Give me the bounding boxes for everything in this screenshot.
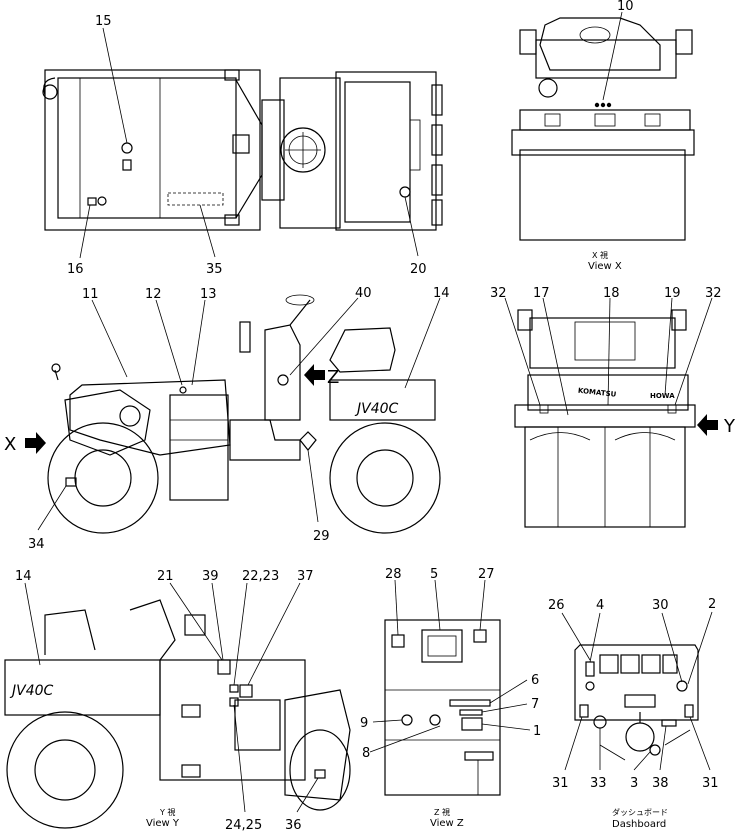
callout-label: 40 (355, 286, 372, 301)
model-decal: JV40C (354, 401, 399, 417)
view-x-caption: View X (588, 261, 622, 272)
callout-label: 30 (652, 598, 669, 613)
arrow-x-label: X (4, 434, 16, 455)
callout-label: 12 (145, 287, 162, 302)
dashboard-caption-jp: ダッシュボード (612, 807, 668, 817)
view-y-callouts: 14 21 39 22,23 37 24,25 36 Y 視 View Y (15, 569, 319, 833)
callout-label: 9 (360, 716, 368, 731)
callout-label: 11 (82, 287, 99, 302)
arrow-y: Y (697, 414, 736, 437)
callout-label: 15 (95, 14, 112, 29)
arrow-y-label: Y (723, 416, 736, 437)
view-z-caption: View Z (430, 818, 464, 829)
callout-label: 24,25 (225, 818, 262, 833)
view-z-drawing (384, 619, 501, 796)
view-z-callouts: 28 5 27 6 7 9 8 1 Z 視 View Z (360, 567, 541, 829)
view-x-caption-jp: X 視 (592, 251, 608, 260)
callout-label: 32 (705, 286, 722, 301)
arrow-z-label: Z (327, 367, 339, 388)
callout-label: 10 (617, 0, 634, 14)
callout-label: 14 (15, 569, 32, 584)
callout-label: 22,23 (242, 569, 279, 584)
view-z-caption-jp: Z 視 (434, 808, 450, 817)
model-decal-2: JV40C (9, 683, 54, 699)
callout-label: 18 (603, 286, 620, 301)
callout-label: 4 (596, 598, 604, 613)
brand-decal: KOMATSU (578, 387, 617, 399)
callout-label: 16 (67, 262, 84, 277)
brand-decal-2: HOWA (650, 392, 675, 400)
top-view-callouts: 15 16 35 20 (67, 14, 427, 277)
front-view-drawing: KOMATSU HOWA (514, 309, 696, 528)
callout-label: 32 (490, 286, 507, 301)
callout-label: 19 (664, 286, 681, 301)
callout-label: 37 (297, 569, 314, 584)
callout-label: 28 (385, 567, 402, 582)
top-view-drawing (42, 69, 443, 231)
callout-label: 34 (28, 537, 45, 552)
dashboard-caption: Dashboard (612, 819, 666, 830)
callout-label: 39 (202, 569, 219, 584)
view-y-caption-jp: Y 視 (159, 808, 175, 817)
callout-label: 14 (433, 286, 450, 301)
callout-label: 3 (630, 776, 638, 791)
callout-label: 1 (533, 724, 541, 739)
callout-label: 31 (552, 776, 569, 791)
view-x-callouts: 10 X 視 View X (588, 0, 634, 272)
callout-label: 38 (652, 776, 669, 791)
view-y-caption: View Y (146, 818, 180, 829)
arrow-z: Z (304, 364, 339, 388)
callout-label: 20 (410, 262, 427, 277)
callout-label: 7 (531, 697, 539, 712)
callout-label: 29 (313, 529, 330, 544)
side-view-drawing: JV40C (47, 294, 441, 534)
callout-label: 6 (531, 673, 539, 688)
callout-label: 36 (285, 818, 302, 833)
callout-label: 31 (702, 776, 719, 791)
front-view-callouts: 32 17 18 19 32 (490, 286, 722, 416)
view-x-drawing (511, 17, 695, 241)
callout-label: 13 (200, 287, 217, 302)
callout-label: 5 (430, 567, 438, 582)
callout-label: 2 (708, 597, 716, 612)
callout-label: 8 (362, 746, 370, 761)
callout-label: 33 (590, 776, 607, 791)
dashboard-drawing (574, 644, 699, 761)
view-y-drawing: JV40C (4, 599, 351, 829)
side-view-callouts: 11 12 13 40 14 34 29 (28, 286, 450, 552)
callout-label: 35 (206, 262, 223, 277)
arrow-x: X (4, 432, 46, 455)
dashboard-callouts: 26 4 30 2 31 33 3 38 31 ダッシュボード Dashboar… (548, 597, 719, 830)
callout-label: 21 (157, 569, 174, 584)
callout-label: 17 (533, 286, 550, 301)
callout-label: 27 (478, 567, 495, 582)
callout-label: 26 (548, 598, 565, 613)
